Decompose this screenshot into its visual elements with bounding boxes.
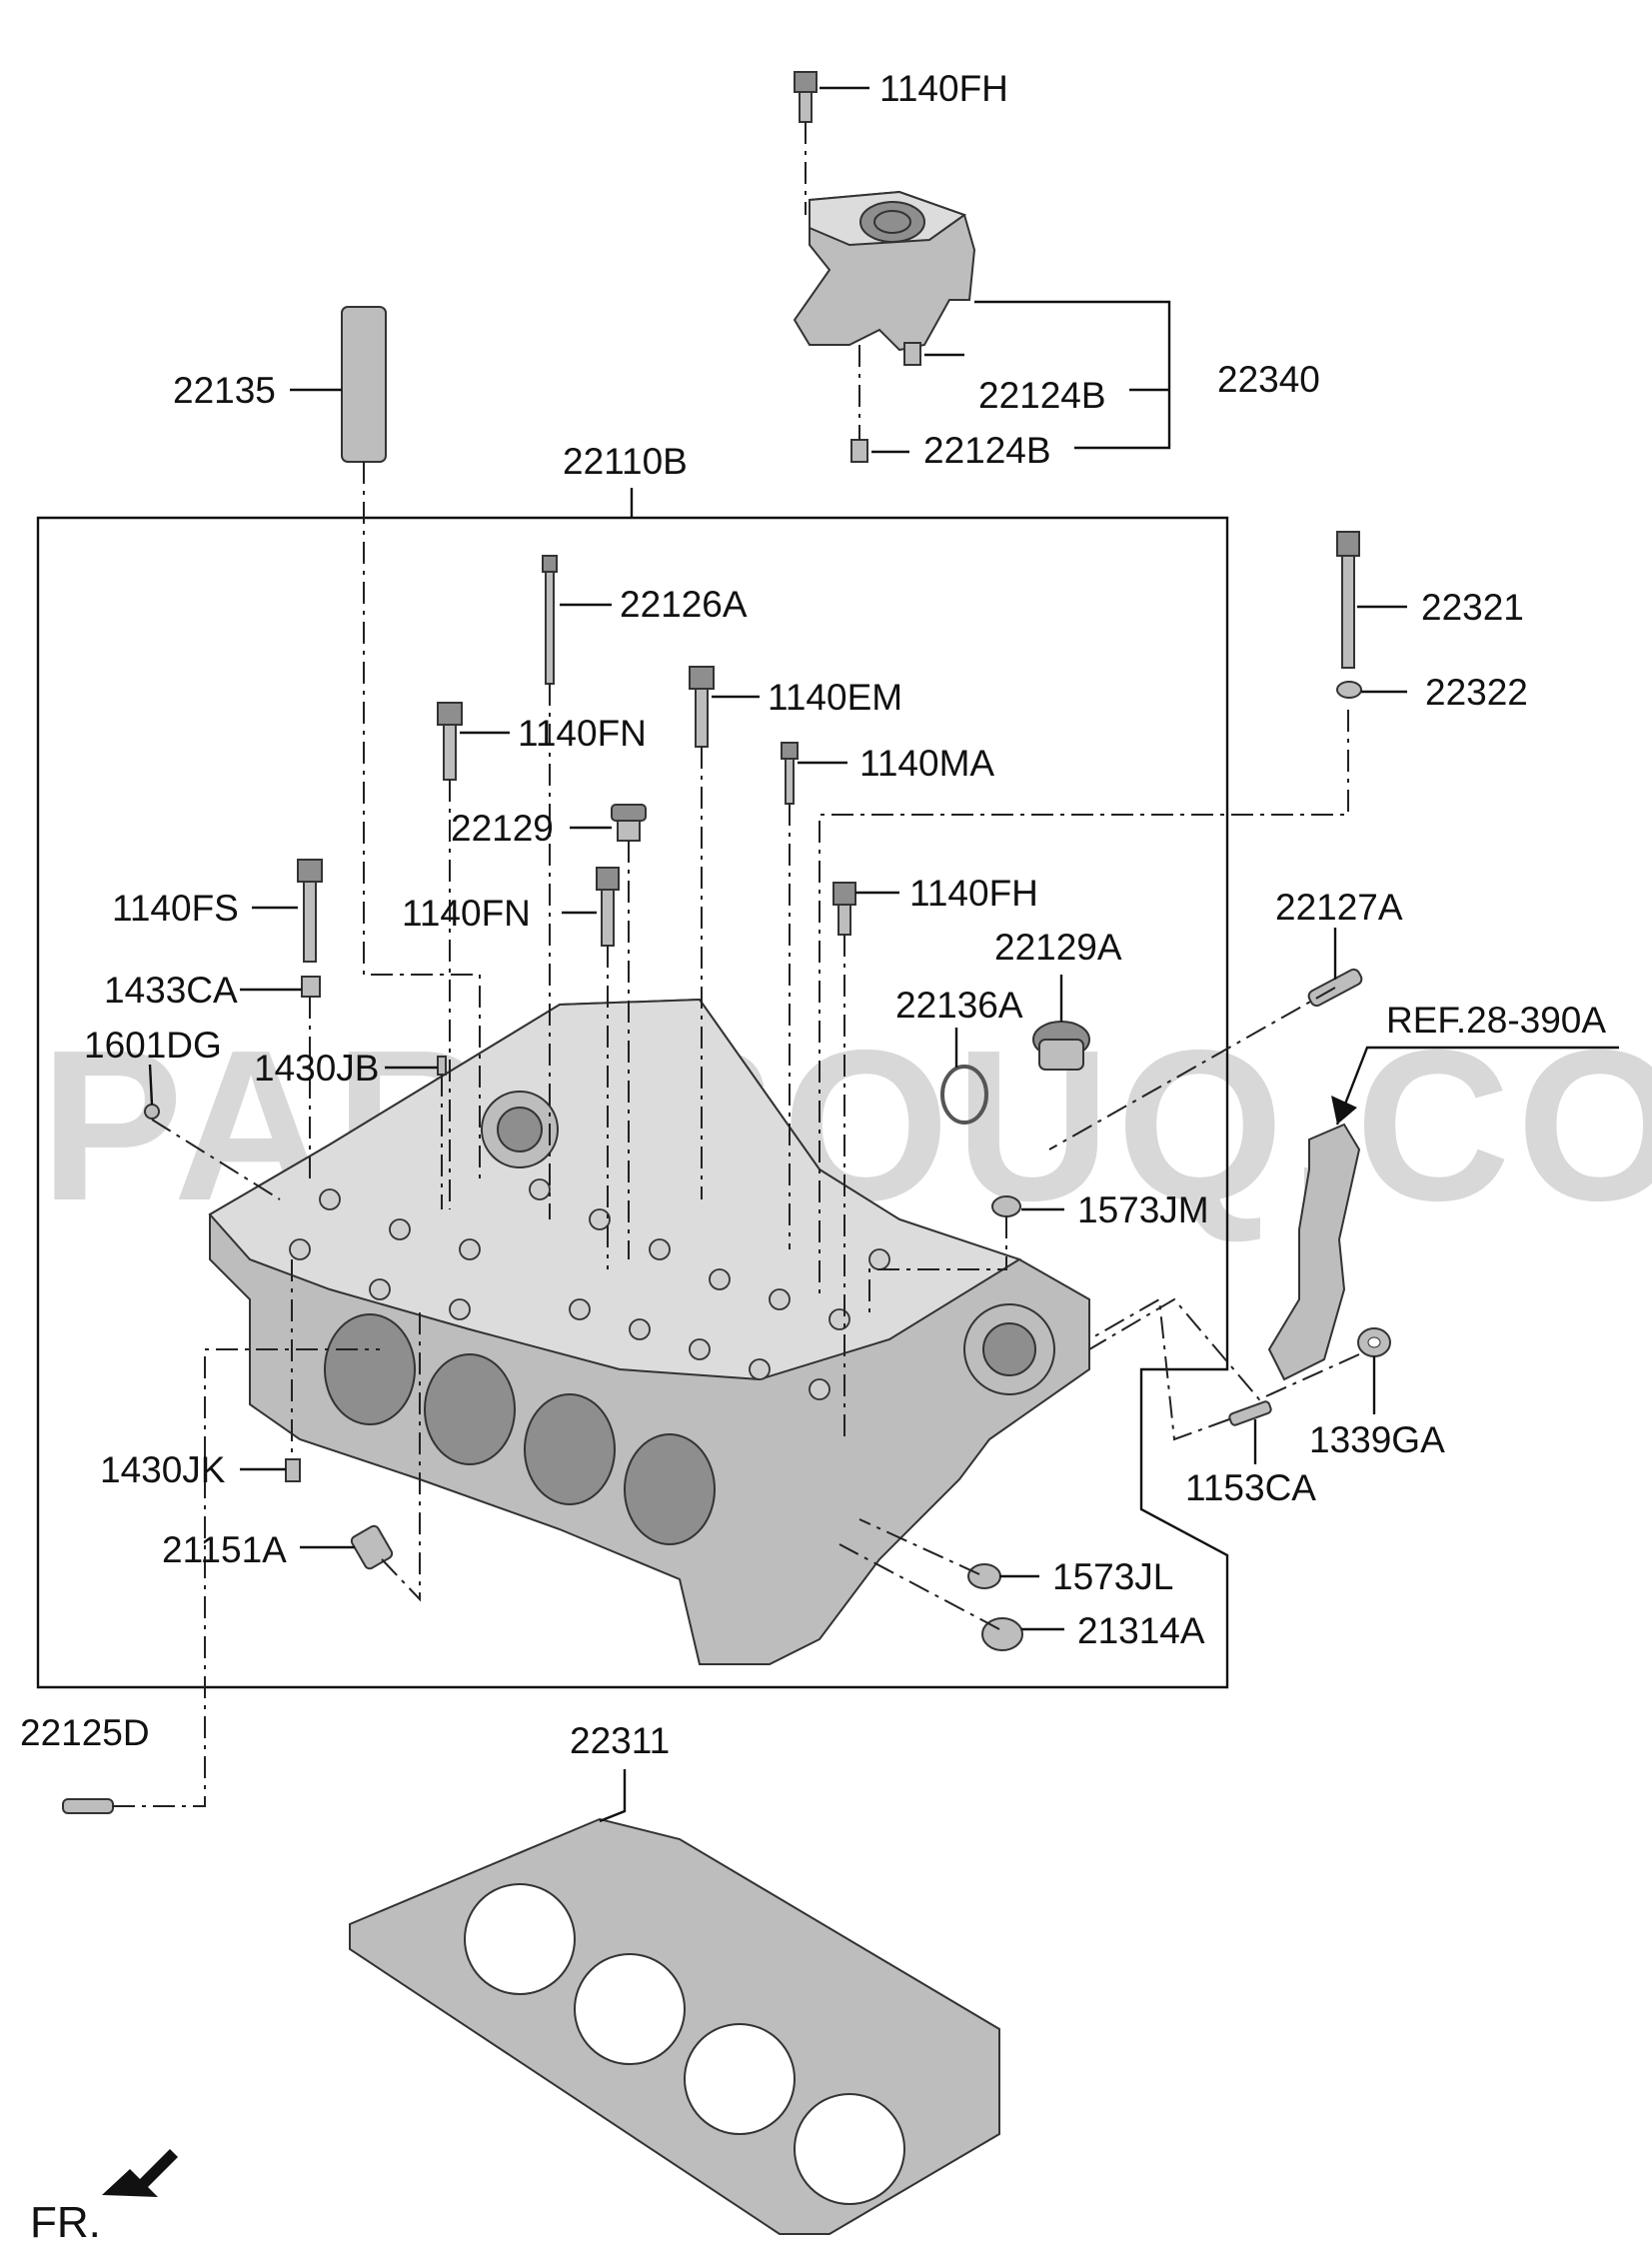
label-22127A[interactable]: 22127A <box>1275 887 1403 928</box>
head-gasket-22311[interactable] <box>349 1817 1000 2235</box>
label-1140EM[interactable]: 1140EM <box>768 677 902 718</box>
label-22110B[interactable]: 22110B <box>563 441 688 482</box>
bolt-22126A[interactable] <box>542 555 558 685</box>
label-1573JL[interactable]: 1573JL <box>1052 1556 1173 1597</box>
label-22124B-a[interactable]: 22124B <box>978 375 1106 416</box>
label-1339GA[interactable]: 1339GA <box>1309 1419 1445 1460</box>
cap-1573JM[interactable] <box>991 1195 1021 1217</box>
label-22125D[interactable]: 22125D <box>20 1712 150 1753</box>
plug-22129A[interactable] <box>1032 1021 1090 1071</box>
bolt-1140FS[interactable] <box>297 859 323 963</box>
pin-1430JK[interactable] <box>285 1458 301 1482</box>
label-1433CA[interactable]: 1433CA <box>104 970 238 1011</box>
dowel-22124B-a[interactable] <box>903 342 921 366</box>
label-1140FN-b[interactable]: 1140FN <box>402 893 531 934</box>
label-22124B-b[interactable]: 22124B <box>923 430 1051 471</box>
label-1430JB[interactable]: 1430JB <box>254 1048 380 1089</box>
pin-22125D[interactable] <box>62 1798 114 1814</box>
pin-1430JB[interactable] <box>437 1056 447 1076</box>
bolt-22321[interactable] <box>1336 531 1360 669</box>
label-22135[interactable]: 22135 <box>173 370 276 411</box>
oring-22136A[interactable] <box>940 1065 988 1125</box>
dowel-22124B-b[interactable] <box>850 439 868 463</box>
label-22129[interactable]: 22129 <box>451 808 554 849</box>
bolt-1140MA[interactable] <box>781 742 799 805</box>
label-1140FS[interactable]: 1140FS <box>112 888 239 929</box>
pin-1153CA[interactable] <box>1228 1400 1272 1426</box>
dowel-1433CA[interactable] <box>301 976 321 998</box>
label-1153CA[interactable]: 1153CA <box>1185 1467 1316 1508</box>
front-arrow-icon <box>102 2149 178 2197</box>
label-22311[interactable]: 22311 <box>570 1720 670 1761</box>
front-label: FR. <box>30 2198 101 2247</box>
label-1430JK[interactable]: 1430JK <box>100 1449 226 1490</box>
bolt-1140FH-mid[interactable] <box>832 882 856 936</box>
ref-arrow-icon <box>1331 1096 1357 1125</box>
plug-21151A[interactable] <box>350 1524 394 1570</box>
bolt-1140FN-a[interactable] <box>437 702 463 781</box>
label-22321[interactable]: 22321 <box>1421 587 1524 628</box>
label-1140FH-mid[interactable]: 1140FH <box>909 873 1038 914</box>
alignment-lines <box>113 122 1360 1807</box>
front-orientation: FR. <box>30 2149 178 2247</box>
tube-22135[interactable] <box>341 306 387 463</box>
label-22322[interactable]: 22322 <box>1425 672 1528 713</box>
cylinder-head[interactable] <box>208 998 1090 1665</box>
cap-1573JL[interactable] <box>967 1563 1001 1589</box>
label-1573JM[interactable]: 1573JM <box>1077 1189 1209 1230</box>
label-ref-28-390A[interactable]: REF.28-390A <box>1386 1000 1606 1041</box>
leader-lines <box>148 86 1619 1823</box>
bolt-1140FH-top[interactable] <box>794 71 818 123</box>
label-1601DG[interactable]: 1601DG <box>84 1025 222 1066</box>
label-21314A[interactable]: 21314A <box>1077 1610 1205 1651</box>
label-1140MA[interactable]: 1140MA <box>859 743 994 784</box>
plug-22129[interactable] <box>611 804 647 842</box>
bracket-22340[interactable] <box>793 190 976 352</box>
nut-1339GA[interactable] <box>1357 1327 1391 1357</box>
bolt-1140FN-b[interactable] <box>596 867 620 947</box>
label-1140FH-top[interactable]: 1140FH <box>879 68 1008 109</box>
label-22129A[interactable]: 22129A <box>994 927 1122 968</box>
label-1140FN-a[interactable]: 1140FN <box>518 713 647 754</box>
part-labels: 1140FH 22135 22340 22124B 22124B 22110B … <box>20 68 1606 1761</box>
bracket-ref-28-390A[interactable] <box>1267 1123 1361 1381</box>
washer-22322[interactable] <box>1336 681 1362 699</box>
label-22126A[interactable]: 22126A <box>620 584 748 625</box>
bolt-1140EM[interactable] <box>689 666 715 748</box>
label-22136A[interactable]: 22136A <box>895 985 1023 1026</box>
plug-1601DG[interactable] <box>144 1104 160 1120</box>
label-22340[interactable]: 22340 <box>1217 359 1320 400</box>
label-21151A[interactable]: 21151A <box>162 1529 287 1570</box>
assembly-frame <box>36 516 1229 1689</box>
